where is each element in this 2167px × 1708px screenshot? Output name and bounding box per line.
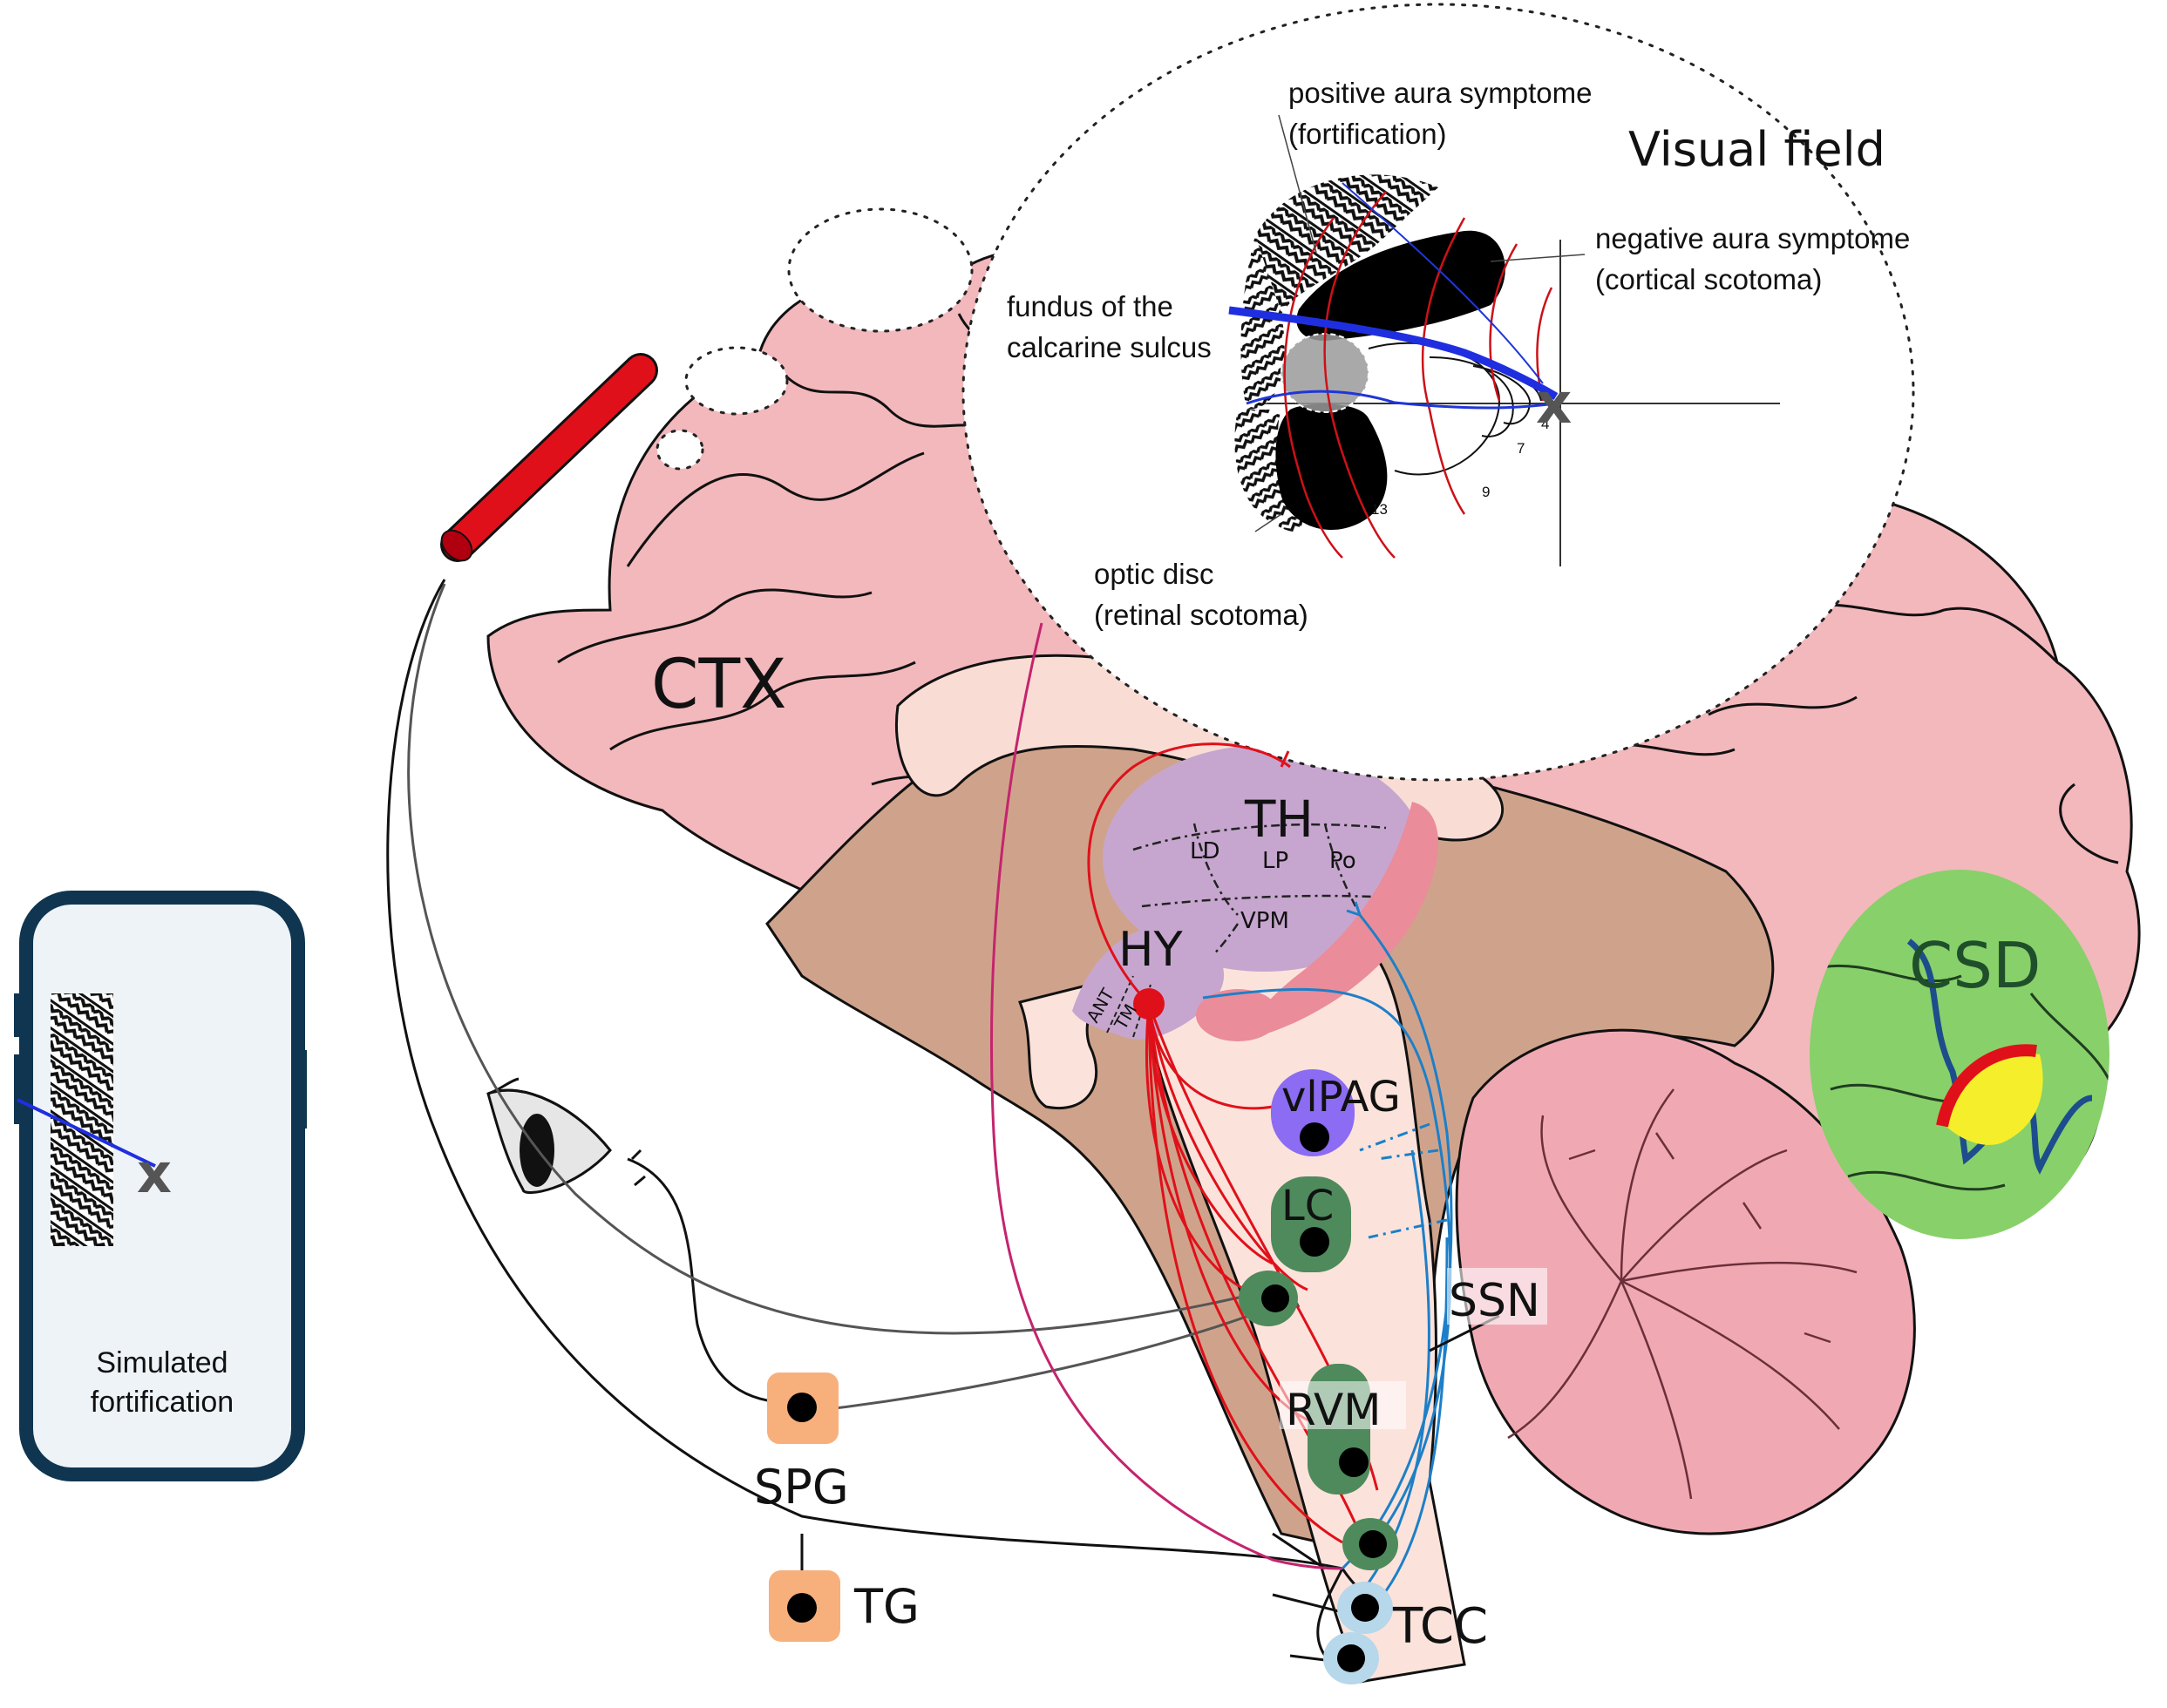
phone-caption-line2: fortification <box>91 1386 234 1419</box>
eccentricity-9: 9 <box>1482 484 1490 500</box>
hypothalamus <box>1072 924 1225 1040</box>
negative-aura-sublabel: (cortical scotoma) <box>1595 263 1822 295</box>
csd-region <box>1810 870 2109 1239</box>
cortical-scotoma <box>1296 230 1505 341</box>
cerebellum <box>1455 1028 1916 1535</box>
eye <box>486 1077 612 1195</box>
thalamic-nucleus-vpm: VPM <box>1240 908 1289 934</box>
visual-field-bubble <box>961 3 1915 782</box>
visual-field-fixation-x: x <box>1536 372 1572 437</box>
positive-aura-label: positive aura symptome <box>1288 77 1592 109</box>
spg-label: SPG <box>754 1460 849 1515</box>
vlpag-label: vlPAG <box>1281 1073 1401 1122</box>
visual-field-map: 4 7 9 13 x <box>1228 114 1780 566</box>
cortex-label: CTX <box>651 646 787 724</box>
visual-field-title: Visual field <box>1628 122 1885 177</box>
eccentricity-13: 13 <box>1371 501 1388 518</box>
meningeal-artery <box>440 353 658 562</box>
csd-front <box>1944 1053 2043 1145</box>
hypothalamic-node <box>1133 988 1165 1020</box>
tcc-label: TCC <box>1392 1598 1488 1655</box>
positive-aura-sublabel: (fortification) <box>1288 118 1447 150</box>
lc-label: LC <box>1281 1182 1334 1230</box>
blue-ascending-fibers <box>1202 901 1453 1623</box>
tcc-nuclei <box>1323 1518 1398 1684</box>
eccentricity-7: 7 <box>1517 440 1525 457</box>
ssn-label: SSN <box>1449 1275 1540 1327</box>
thalamus <box>1103 745 1425 972</box>
vlpag-nucleus <box>1271 1069 1355 1156</box>
optic-disc-label: optic disc <box>1094 558 1214 590</box>
calcarine-fundus-line <box>1228 306 1559 400</box>
fornix <box>1253 802 1438 1037</box>
phone-simulation: x Simulated fortification <box>14 891 307 1481</box>
fundus-label: fundus of the <box>1007 290 1173 322</box>
thalamic-nucleus-ld: LD <box>1190 838 1220 864</box>
parasympathetic-fiber <box>407 583 1301 1335</box>
pons-band <box>1196 989 1280 1041</box>
spg-ganglion <box>767 1372 839 1444</box>
rvm-label: RVM <box>1286 1385 1381 1435</box>
ssn-nucleus <box>1239 1271 1298 1326</box>
rvm-label-bg <box>1280 1381 1406 1429</box>
phone-caption-line1: Simulated <box>96 1346 228 1379</box>
thalamic-nucleus-po: Po <box>1329 848 1356 874</box>
hypothalamus-label: HY <box>1118 922 1184 977</box>
ssn-label-bg <box>1447 1268 1547 1325</box>
negative-aura-label: negative aura symptome <box>1595 222 1910 254</box>
optic-disc-sublabel: (retinal scotoma) <box>1094 599 1308 631</box>
phone-fixation-x: x <box>137 1142 172 1205</box>
csd-label: CSD <box>1909 929 2041 1002</box>
eccentricity-4: 4 <box>1541 416 1549 432</box>
lc-nucleus <box>1271 1176 1351 1272</box>
tg-label: TG <box>853 1579 920 1634</box>
tg-ganglion <box>769 1570 840 1642</box>
thought-bubbles <box>656 207 974 471</box>
cerebellum-folia <box>1507 1088 1858 1500</box>
fundus-sublabel: calcarine sulcus <box>1007 331 1212 363</box>
thalamus-label: TH <box>1244 790 1314 849</box>
thalamic-nucleus-lp: LP <box>1262 848 1288 874</box>
ascending-magenta-fiber <box>989 622 1343 1570</box>
